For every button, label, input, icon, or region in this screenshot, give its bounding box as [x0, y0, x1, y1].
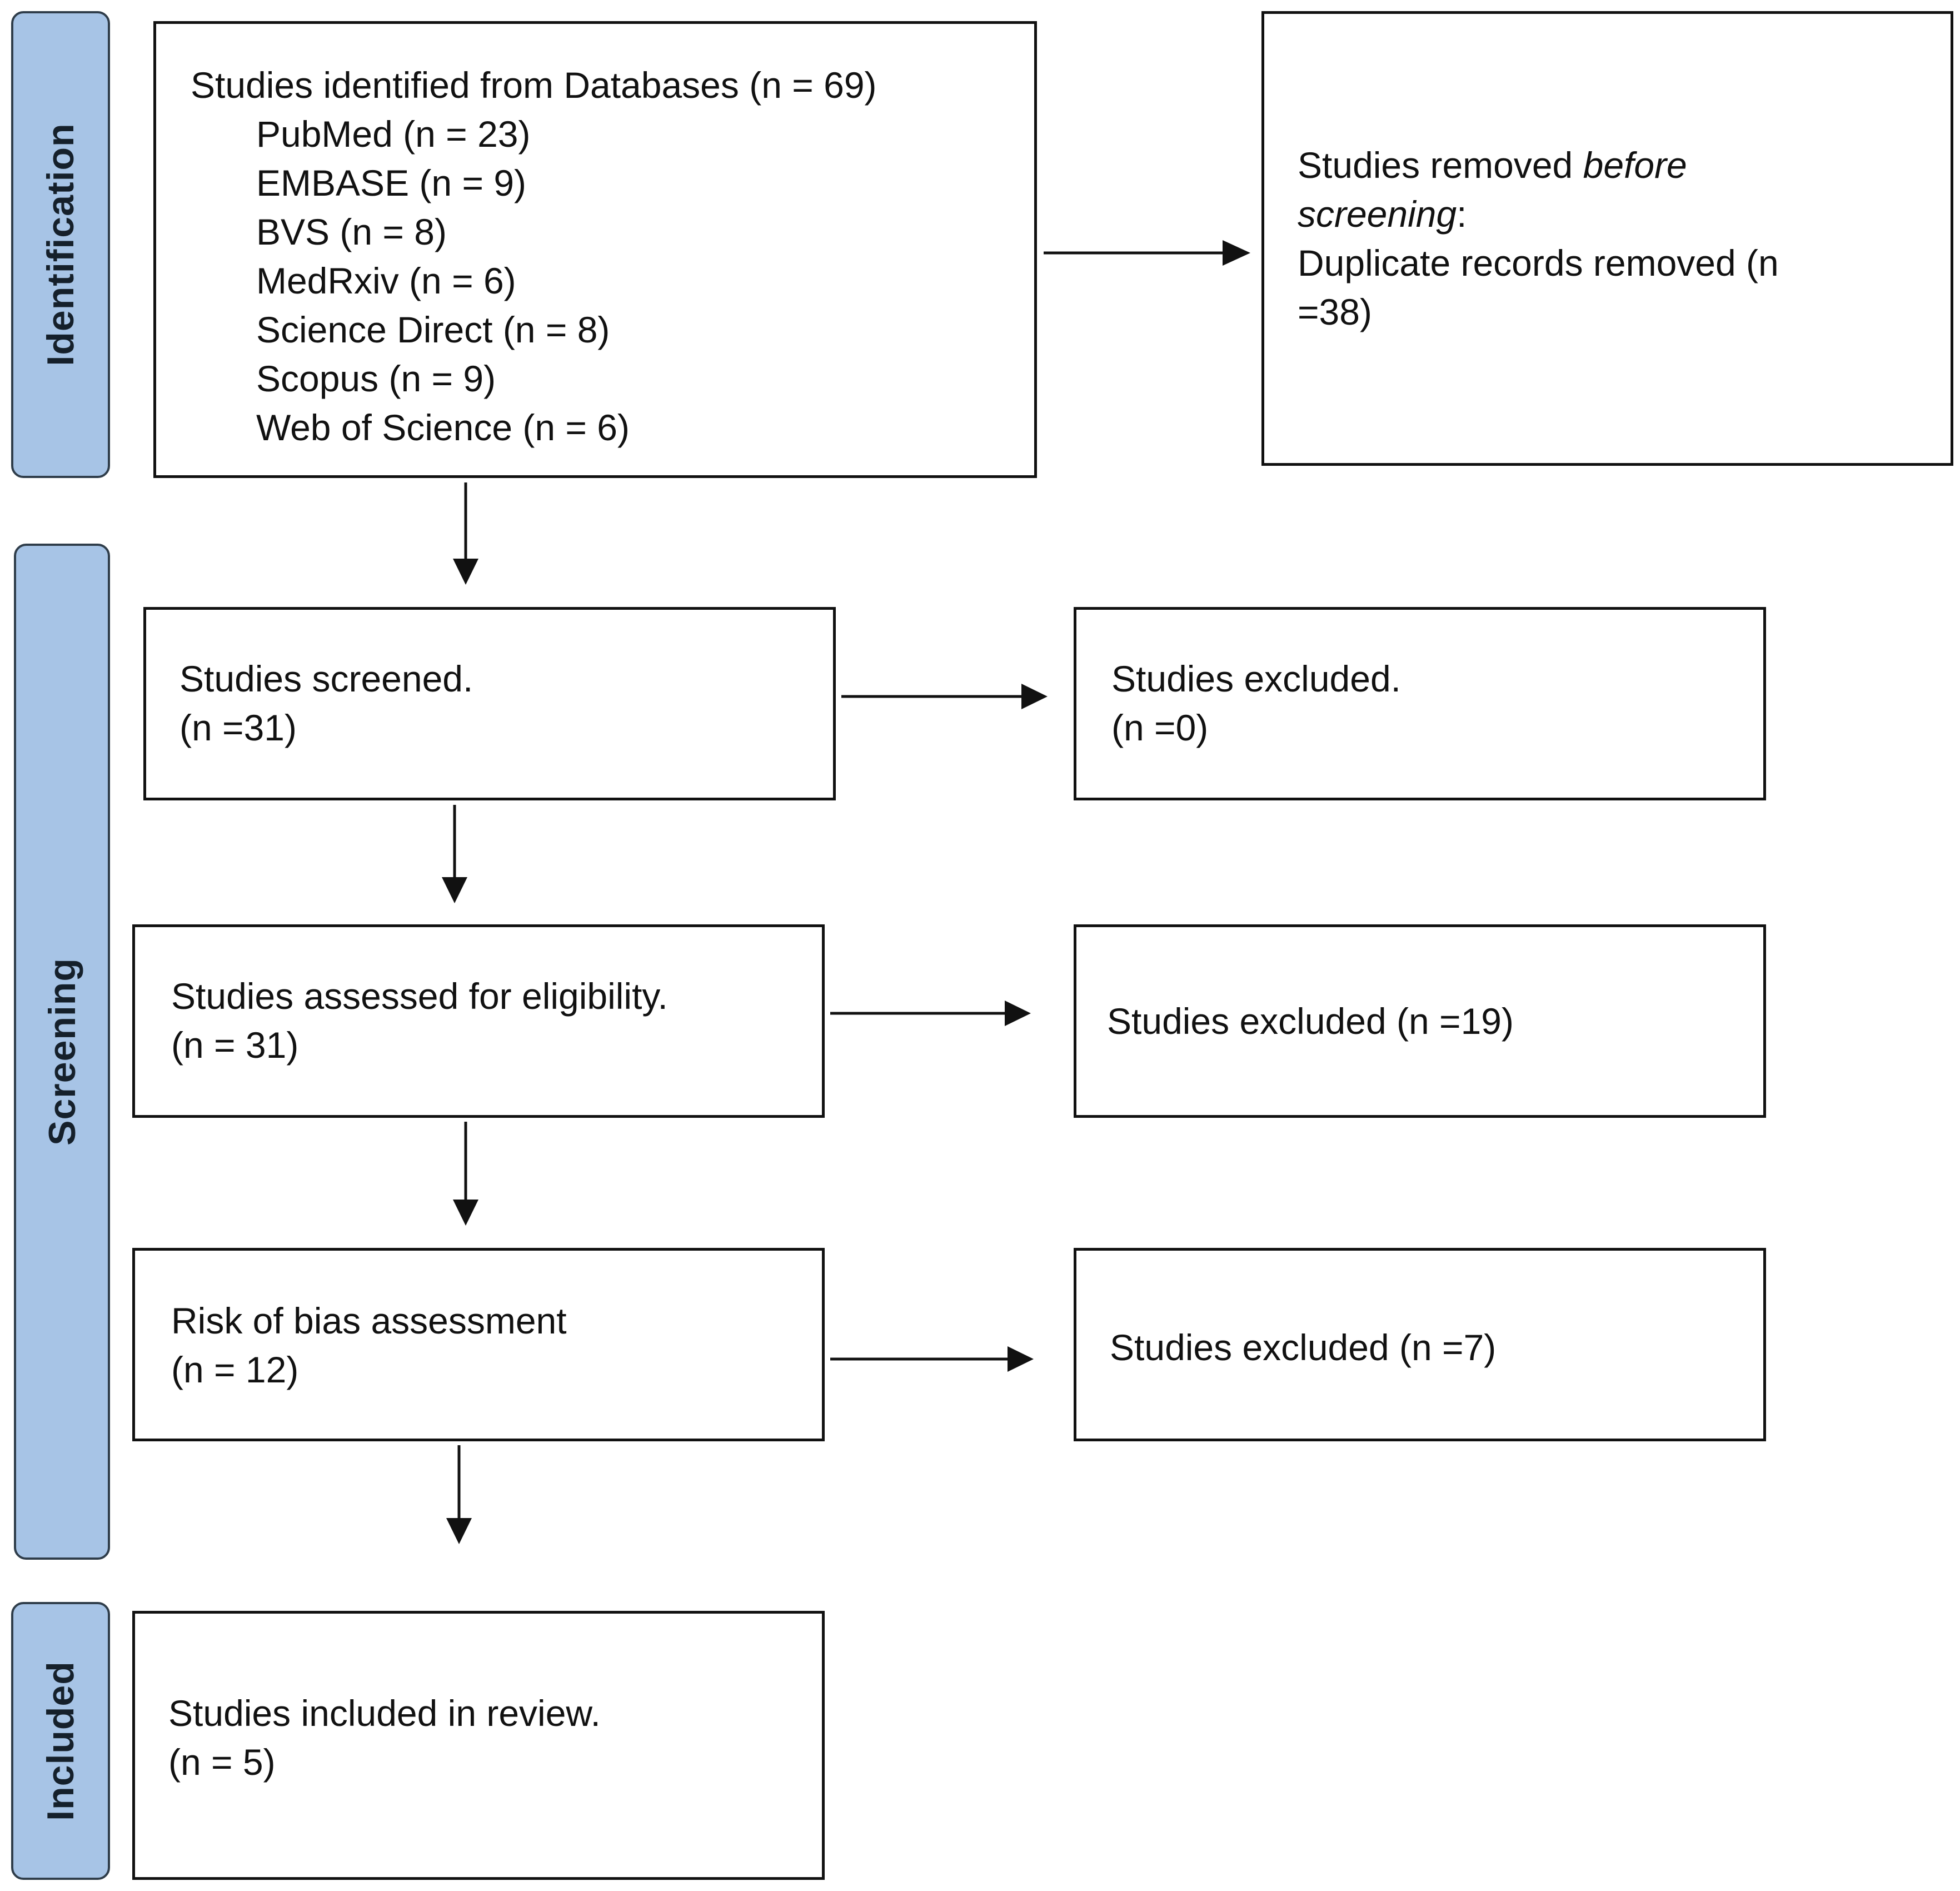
screened-box: Studies screened. (n =31)	[143, 607, 836, 800]
arrowhead-eligibility	[442, 877, 467, 903]
screened-text: Studies screened. (n =31)	[179, 654, 473, 752]
included-box: Studies included in review. (n = 5)	[132, 1611, 825, 1880]
risk-of-bias-text: Risk of bias assessment (n = 12)	[171, 1296, 567, 1394]
included-label: Studies included in review.	[168, 1693, 601, 1734]
excluded-eligibility-box: Studies excluded (n =19)	[1074, 924, 1766, 1118]
arrowhead-excluded-bias	[1008, 1346, 1034, 1372]
identified-title: Studies identified from Databases (n = 6…	[191, 64, 877, 106]
source-web-of-science: Web of Science (n = 6)	[256, 407, 630, 448]
arrowhead-excluded-eligibility	[1005, 1001, 1031, 1026]
excluded-screen-label: Studies excluded.	[1111, 658, 1402, 699]
removed-box: Studies removed before screening: Duplic…	[1261, 11, 1953, 466]
phase-screening: Screening	[14, 544, 110, 1560]
excluded-eligibility-text: Studies excluded (n =19)	[1107, 997, 1514, 1046]
source-embase: EMBASE (n = 9)	[256, 162, 527, 203]
arrowhead-screened	[453, 559, 478, 585]
excluded-eligibility-label: Studies excluded (n =19)	[1107, 1001, 1514, 1042]
phase-identification: Identification	[11, 11, 110, 478]
eligibility-label: Studies assessed for eligibility.	[171, 976, 668, 1017]
risk-of-bias-box: Risk of bias assessment (n = 12)	[132, 1248, 825, 1441]
risk-of-bias-count: (n = 12)	[171, 1349, 299, 1390]
included-text: Studies included in review. (n = 5)	[168, 1689, 601, 1787]
eligibility-count: (n = 31)	[171, 1024, 299, 1066]
identified-box: Studies identified from Databases (n = 6…	[153, 21, 1037, 478]
removed-text: Studies removed before screening: Duplic…	[1298, 141, 1779, 336]
screened-count: (n =31)	[179, 707, 297, 748]
arrowhead-excluded-screen	[1021, 684, 1048, 709]
phase-included: Included	[11, 1602, 110, 1880]
arrowhead-included	[446, 1518, 472, 1544]
eligibility-text: Studies assessed for eligibility. (n = 3…	[171, 972, 668, 1069]
risk-of-bias-label: Risk of bias assessment	[171, 1300, 567, 1341]
removed-line-3: Duplicate records removed (n	[1298, 242, 1779, 283]
removed-line-2: screening:	[1298, 193, 1467, 235]
arrowhead-removed	[1223, 240, 1250, 266]
removed-line-1: Studies removed before	[1298, 145, 1687, 186]
included-count: (n = 5)	[168, 1741, 276, 1783]
excluded-bias-text: Studies excluded (n =7)	[1110, 1323, 1496, 1372]
arrowhead-risk-of-bias	[453, 1200, 478, 1226]
source-science-direct: Science Direct (n = 8)	[256, 309, 610, 350]
screened-label: Studies screened.	[179, 658, 473, 699]
removed-line-4: =38)	[1298, 291, 1372, 332]
excluded-bias-label: Studies excluded (n =7)	[1110, 1327, 1497, 1368]
source-pubmed: PubMed (n = 23)	[256, 113, 531, 155]
source-medrxiv: MedRxiv (n = 6)	[256, 260, 516, 301]
excluded-screen-text: Studies excluded. (n =0)	[1111, 654, 1401, 752]
source-bvs: BVS (n = 8)	[256, 211, 447, 252]
excluded-screen-count: (n =0)	[1111, 707, 1209, 748]
identified-text: Studies identified from Databases (n = 6…	[191, 61, 877, 452]
excluded-screen-box: Studies excluded. (n =0)	[1074, 607, 1766, 800]
eligibility-box: Studies assessed for eligibility. (n = 3…	[132, 924, 825, 1118]
source-scopus: Scopus (n = 9)	[256, 358, 496, 399]
excluded-bias-box: Studies excluded (n =7)	[1074, 1248, 1766, 1441]
